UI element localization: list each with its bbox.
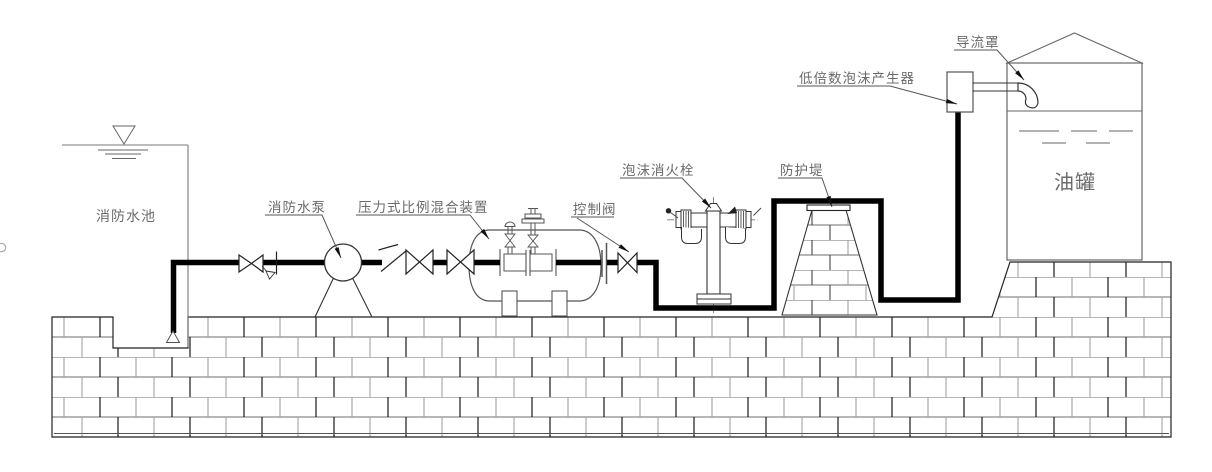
- foot-valve-icon: [165, 329, 181, 343]
- pump-legs: [314, 276, 373, 318]
- foam-hydrant: [665, 197, 762, 316]
- label-pressure-proportioner: 压力式比例混合装置: [358, 200, 489, 215]
- foam-generator: [946, 71, 1039, 113]
- tank-roof: [1005, 32, 1144, 65]
- hose-cap-right: [725, 227, 746, 244]
- gate-valve-1: [238, 253, 264, 274]
- dike-top-cap: [806, 204, 851, 212]
- hydrant-outlet-right: [719, 206, 762, 244]
- label-fire-pump: 消防水泵: [268, 200, 326, 215]
- hydrant-column: [706, 210, 721, 295]
- control-valve-symbol: [617, 251, 638, 274]
- deflector-elbow-icon: [1017, 82, 1039, 109]
- main-pipe: [170, 110, 961, 333]
- pressure-proportioner-tank: [468, 208, 608, 317]
- brick-ground: [51, 261, 1172, 438]
- label-foam-hydrant: 泡沫消火栓: [622, 163, 695, 178]
- hose-cap-left: [681, 227, 702, 244]
- label-deflector-cover: 导流罩: [956, 35, 1000, 50]
- fire-pump: [314, 243, 373, 318]
- outlet-flange: [601, 243, 608, 284]
- liquid-level-dashes: [1019, 130, 1133, 144]
- pump-body: [323, 243, 363, 282]
- gate-valve-2: [405, 248, 434, 276]
- tank-top-fitting-b: [521, 208, 545, 254]
- oil-tank: [1005, 32, 1144, 261]
- tank-top-fitting-a: [504, 221, 516, 254]
- hydrant-flange: [696, 293, 732, 300]
- generator-outlet-pipe: [973, 82, 1018, 92]
- fire-water-pool: [62, 125, 189, 347]
- label-foam-generator: 低倍数泡沫产生器: [799, 71, 915, 86]
- check-valve: [378, 243, 407, 272]
- page-edge-artifact: [0, 242, 7, 253]
- pipeline-valves: [238, 243, 638, 280]
- label-oil-tank: 油罐: [1054, 171, 1096, 194]
- drain-valve-icon: [265, 270, 276, 280]
- water-level-icon: [98, 125, 148, 159]
- label-control-valve: 控制阀: [573, 202, 617, 217]
- label-protective-dike: 防护堤: [780, 163, 824, 178]
- tank-leg-right: [551, 290, 568, 317]
- protective-dike: [781, 204, 878, 316]
- tank-leg-left: [501, 290, 518, 317]
- gate-valve-3: [446, 248, 475, 276]
- label-fire-water-pool: 消防水池: [96, 209, 156, 225]
- hydrant-outlet-left: [665, 208, 708, 244]
- leader-arrowheads: [334, 70, 1024, 258]
